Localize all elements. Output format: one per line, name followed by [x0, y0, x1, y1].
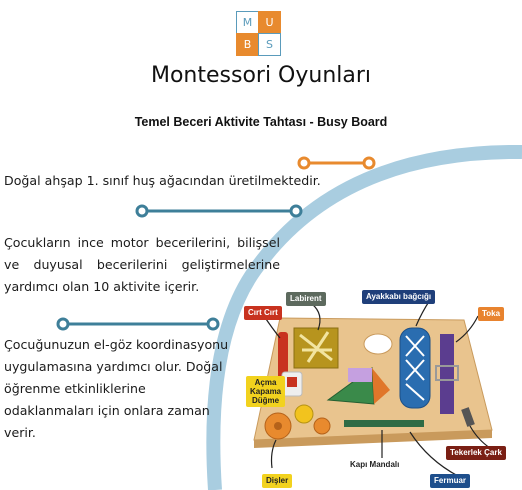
label-labirent: Labirent — [286, 292, 326, 306]
page-title: Montessori Oyunları — [150, 63, 372, 88]
label-acma-kapama-dugme: Açma Kapama Düğme — [246, 376, 286, 407]
label-cirt-cirt: Cırt Cırt — [244, 306, 282, 320]
zipper-piece — [344, 420, 424, 427]
label-fermuar: Fermuar — [430, 474, 471, 488]
label-tekerlek-cark: Tekerlek Çark — [446, 446, 506, 460]
decor-arc — [206, 144, 522, 490]
label-kapi-mandali: Kapı Mandalı — [350, 460, 400, 469]
shoelace-piece — [399, 327, 431, 409]
label-acma-line-1: Açma — [254, 378, 277, 387]
paragraph-3: Çocuğunuzun el-göz koordinasyonu uygulam… — [4, 337, 229, 440]
decor-connector-blue-1 — [135, 204, 303, 218]
label-ayakkabi: Ayakkabı bağcığı — [362, 290, 436, 304]
page-subtitle: Temel Beceri Aktivite Tahtası - Busy Boa… — [134, 115, 388, 129]
logo-letter-s: S — [258, 33, 281, 56]
paragraph-2: Çocukların ince motor becerilerini, bili… — [4, 235, 280, 294]
decor-connector-orange — [297, 156, 376, 170]
busy-board-illustration — [253, 299, 493, 477]
label-toka: Toka — [478, 307, 505, 321]
decor-connector-blue-2 — [56, 317, 220, 331]
label-acma-line-2: Kapama — [250, 387, 282, 396]
mubs-logo: M U B S — [236, 11, 281, 56]
label-acma-line-3: Düğme — [252, 396, 280, 405]
buckle-strap — [440, 334, 454, 414]
label-disler: Dişler — [262, 474, 293, 488]
board-hole — [363, 333, 393, 355]
paragraph-1: Doğal ahşap 1. sınıf huş ağacından üreti… — [4, 173, 321, 188]
